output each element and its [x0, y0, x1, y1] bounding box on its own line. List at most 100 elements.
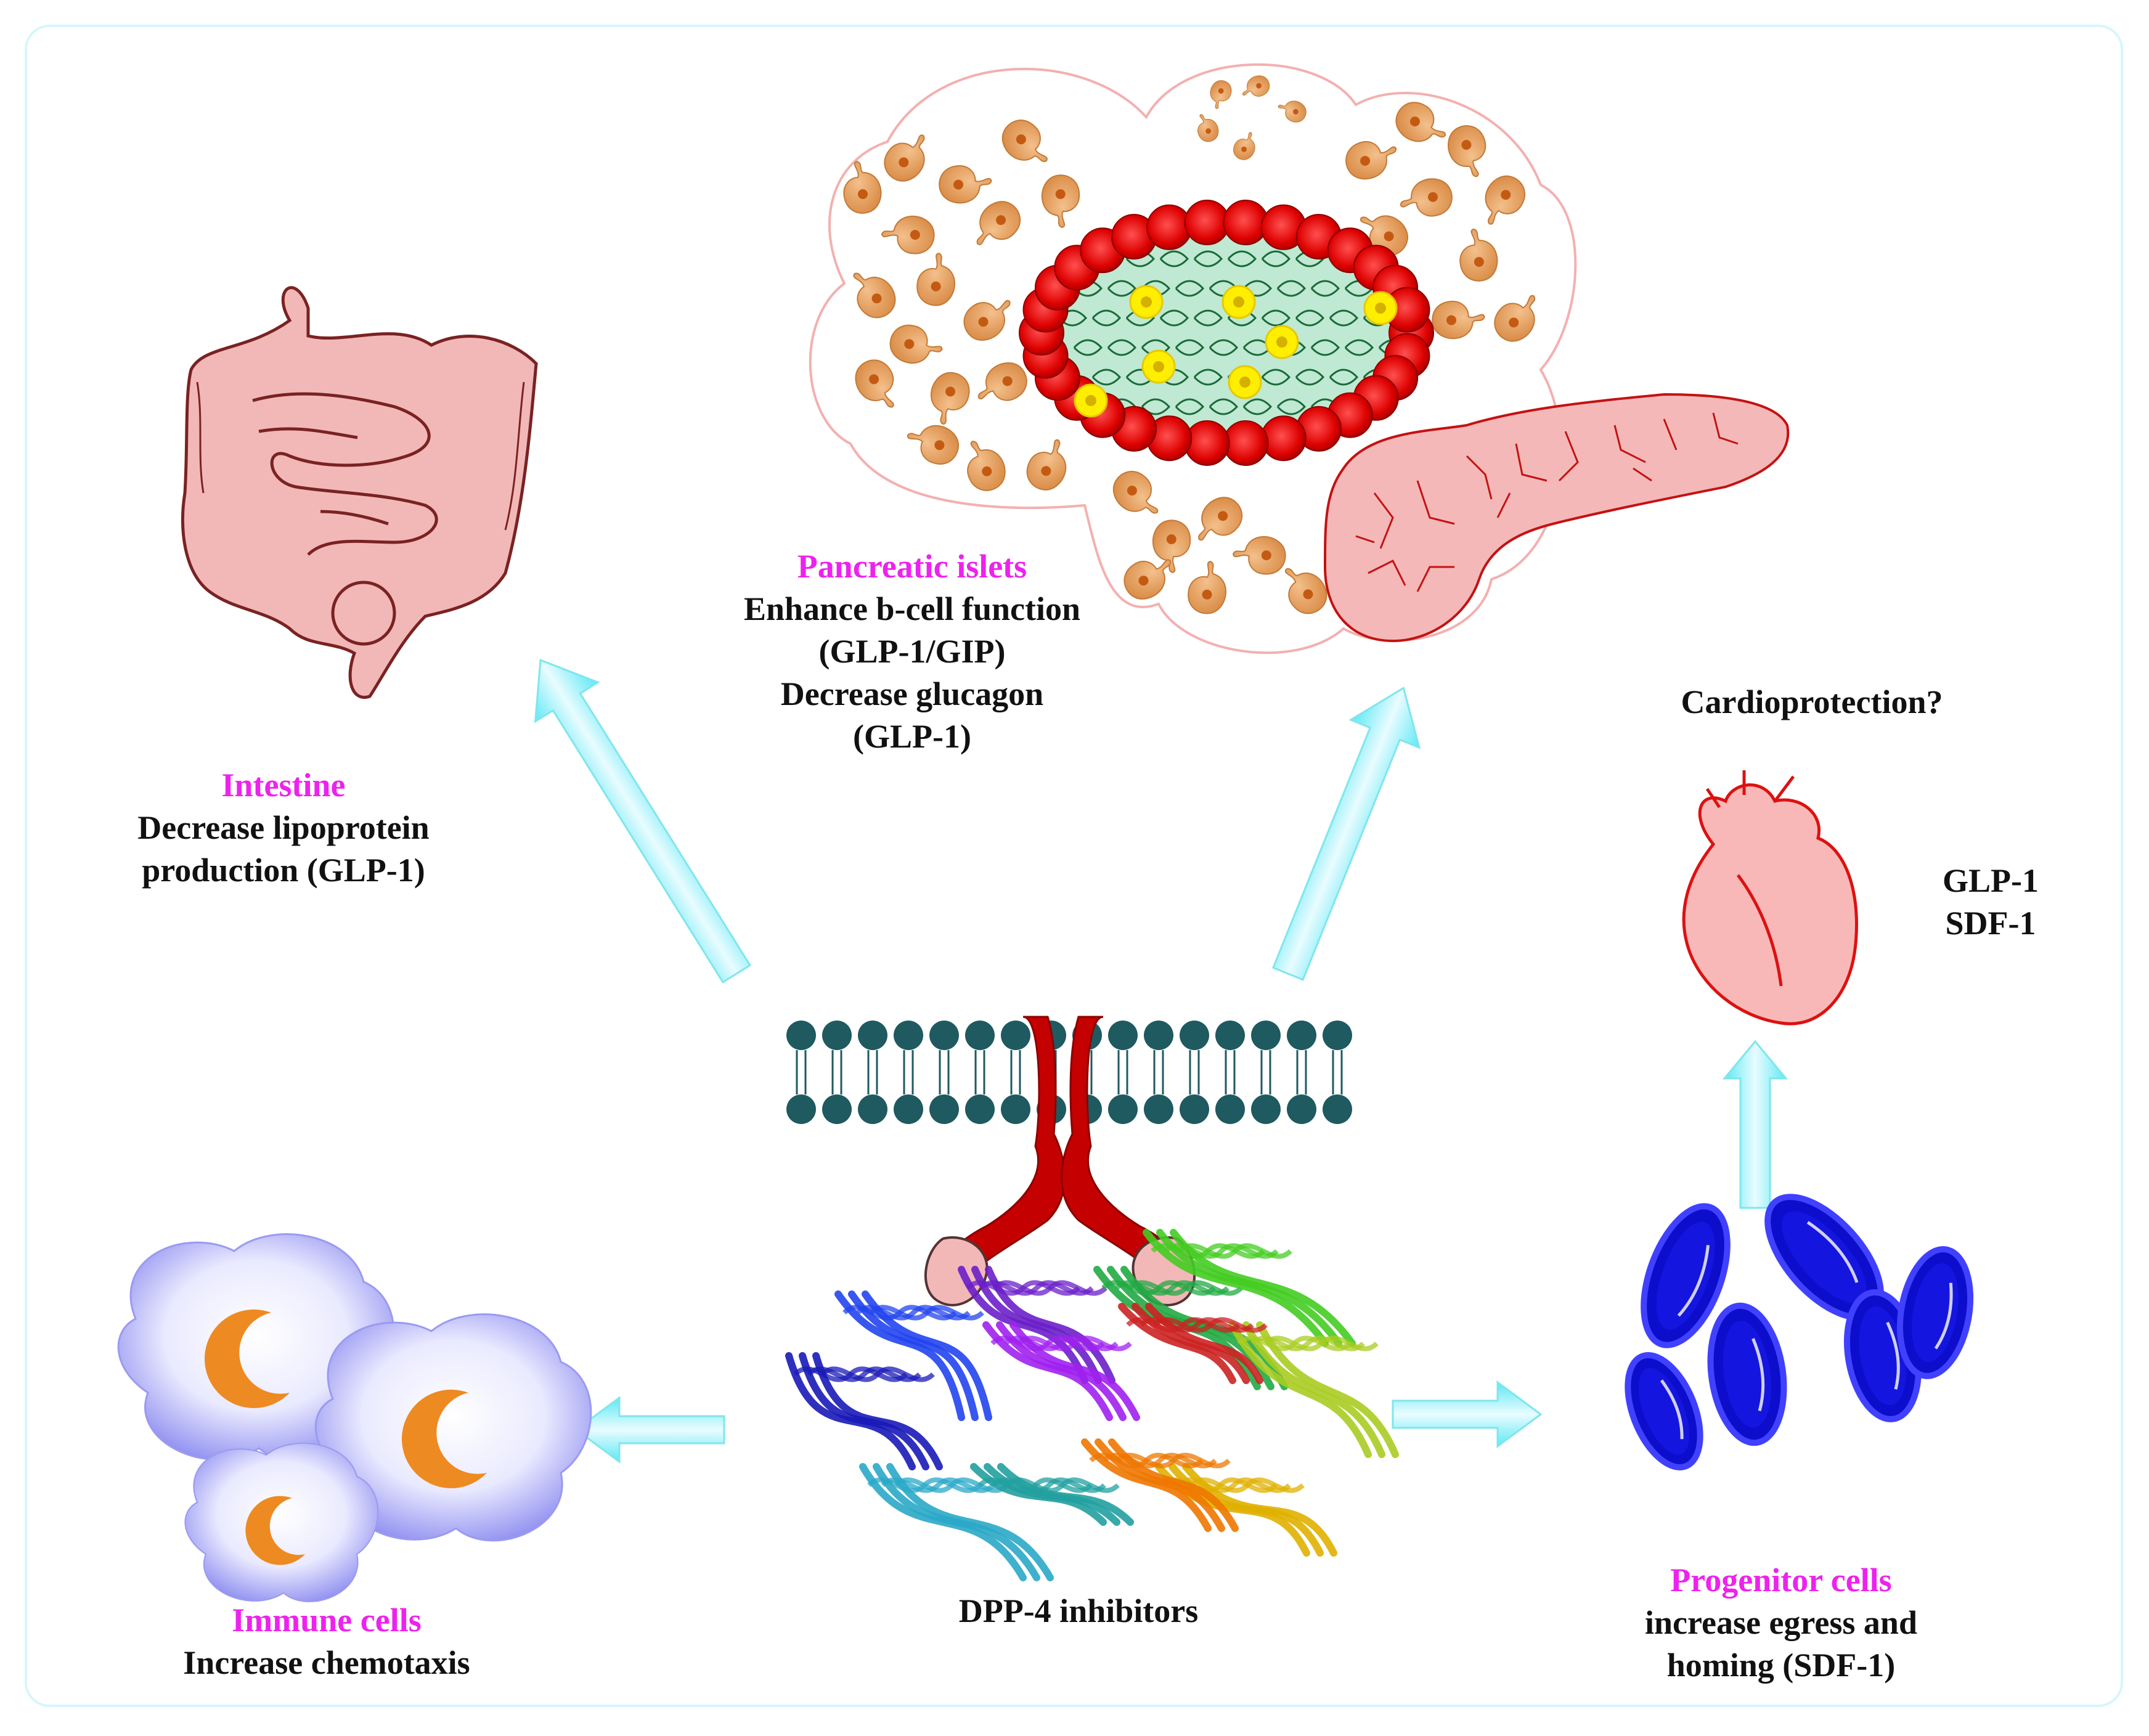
- islet-cell: [1310, 339, 1340, 356]
- intestine-label: Intestine Decrease lipoprotein productio…: [68, 764, 499, 892]
- acinar-cell: [977, 362, 1027, 401]
- acinar-cell: [855, 359, 894, 408]
- immune-line-1: Increase chemotaxis: [183, 1644, 470, 1682]
- lipid-head: [929, 1021, 959, 1050]
- lipid-head: [1108, 1094, 1138, 1124]
- center-label: DPP-4 inhibitors: [958, 1592, 1199, 1629]
- acinar-cell: [1197, 114, 1219, 142]
- acinar-cell: [1400, 178, 1453, 217]
- islet-cell: [1107, 280, 1137, 297]
- islet-cell: [1242, 398, 1273, 415]
- progenitor-cells: [1625, 1194, 1974, 1470]
- heart-mediators: GLP-1 SDF-1: [1898, 860, 2083, 945]
- lipid-head: [965, 1094, 995, 1124]
- acinar-cell: [1278, 100, 1307, 123]
- acinar-cell: [1494, 295, 1536, 342]
- lipid-head: [894, 1094, 923, 1124]
- acinar-cell: [1123, 559, 1172, 600]
- islet-cell: [1276, 280, 1307, 297]
- lipid-head: [786, 1021, 816, 1050]
- islet-cell: [1193, 309, 1223, 327]
- islet-cell: [1295, 309, 1325, 327]
- protein-strand: [971, 1266, 1102, 1384]
- acinar-cell: [881, 216, 935, 255]
- lipid-head: [822, 1021, 852, 1050]
- intestine-line-2: production (GLP-1): [142, 852, 425, 889]
- lipid-head: [786, 1094, 816, 1124]
- acinar-cell: [967, 441, 1006, 491]
- pancreas-label: Pancreatic islets Enhance b-cell functio…: [666, 545, 1159, 759]
- acinar-cell: [976, 201, 1021, 245]
- islet-cell: [1329, 369, 1359, 386]
- lipid-head: [1287, 1094, 1316, 1124]
- pancreas-line-4: (GLP-1): [853, 718, 971, 756]
- protein-strand: [1229, 1321, 1372, 1458]
- acinar-cell: [1026, 439, 1067, 491]
- protein-strand: [1118, 1303, 1236, 1384]
- acinar-cell: [1459, 228, 1498, 282]
- protein-strand: [1256, 1321, 1399, 1458]
- protein-strand: [958, 1266, 1088, 1384]
- islet-cell: [1159, 250, 1189, 267]
- arrow-to-pancreas: [1271, 687, 1421, 981]
- arrow-to-intestine: [534, 659, 752, 984]
- progenitor-line-1: increase egress and: [1645, 1604, 1917, 1642]
- lipid-head: [1215, 1021, 1245, 1050]
- acinar-cell: [1112, 471, 1159, 514]
- acinar-cell: [1233, 132, 1255, 160]
- lipid-head: [858, 1021, 887, 1050]
- acinar-cell: [1152, 520, 1191, 574]
- immune-cell: [184, 1443, 379, 1602]
- acinar-cell: [1198, 497, 1243, 541]
- islet-cell: [1276, 398, 1307, 415]
- acinar-cell: [1188, 561, 1227, 614]
- islet-cell: [1175, 280, 1205, 297]
- acinar-cells: [843, 75, 1536, 614]
- protein-strand: [1009, 1321, 1140, 1421]
- acinar-cell: [889, 324, 943, 364]
- acinar-cell: [853, 272, 896, 319]
- acinar-cell: [1242, 75, 1270, 97]
- lipid-head: [1251, 1021, 1281, 1050]
- protein-strand: [1170, 1229, 1356, 1347]
- lipid-head: [1001, 1021, 1030, 1050]
- progenitor-cell: [1625, 1352, 1703, 1470]
- acinar-cell: [1345, 141, 1397, 180]
- acinar-cell: [907, 425, 960, 465]
- islet-cell: [1227, 250, 1257, 267]
- islet-cell: [1175, 398, 1205, 415]
- protein-strand: [1132, 1303, 1250, 1384]
- acinar-cell: [1232, 536, 1286, 575]
- protein-strand: [1182, 1463, 1337, 1557]
- protein-strand: [1242, 1321, 1385, 1458]
- intestine-line-1: Decrease lipoprotein: [137, 809, 430, 847]
- lipid-head: [1108, 1021, 1138, 1050]
- lipid-head: [1251, 1094, 1281, 1124]
- diagram-frame: [25, 25, 2123, 1707]
- red-blood-cell: [1223, 420, 1269, 467]
- islet-cell: [1193, 250, 1223, 267]
- acinar-cell: [843, 160, 882, 214]
- progenitor-cell: [1896, 1246, 1974, 1379]
- heart-illustration: [1682, 770, 1858, 1025]
- heart-line-1: GLP-1: [1943, 862, 2039, 899]
- lipid-head: [894, 1021, 923, 1050]
- progenitor-title: Progenitor cells: [1670, 1562, 1892, 1599]
- acinar-cell: [963, 300, 1011, 341]
- intestine-illustration: [181, 286, 538, 699]
- arrows: [534, 659, 1788, 1464]
- islet-cell: [1159, 309, 1189, 327]
- islet-cell: [1175, 339, 1205, 356]
- progenitor-label: Progenitor cells increase egress and hom…: [1584, 1559, 1978, 1687]
- islet-cell: [1091, 309, 1122, 327]
- acinar-cell: [930, 372, 970, 425]
- lipid-head: [1323, 1094, 1352, 1124]
- lipid-head: [1323, 1021, 1352, 1050]
- acinar-cell: [916, 253, 956, 306]
- immune-label: Immune cells Increase chemotaxis: [111, 1599, 542, 1684]
- acinar-cell: [1041, 174, 1080, 228]
- heart-line-2: SDF-1: [1945, 905, 2036, 942]
- protein-strand: [812, 1352, 943, 1470]
- pancreas-line-3: Decrease glucagon: [780, 675, 1044, 713]
- acinar-cell: [884, 134, 925, 182]
